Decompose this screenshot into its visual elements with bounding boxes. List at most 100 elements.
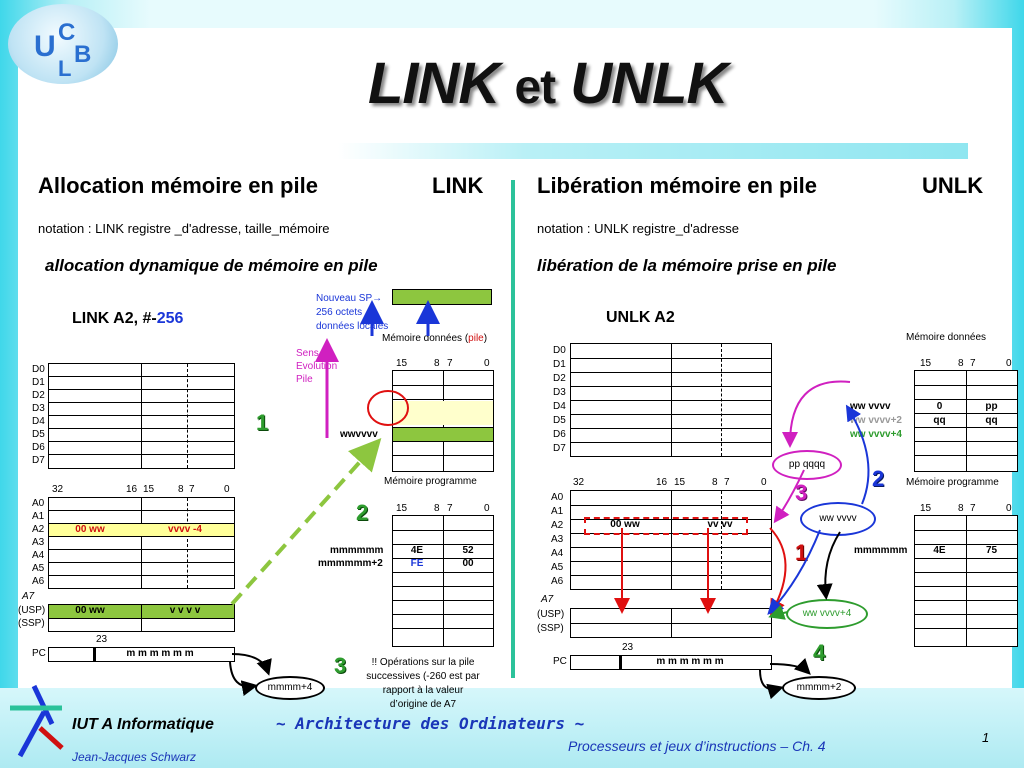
pc-bit: 23	[622, 642, 634, 653]
a-reg-label: A4	[551, 548, 564, 559]
right-data-memory	[914, 370, 1018, 472]
left-note: !! Opérations sur la pile successives (-…	[328, 656, 518, 712]
bit-label: 16	[126, 484, 138, 495]
bit-label: 0	[224, 484, 230, 495]
left-data-memory	[392, 370, 494, 472]
bit-label: 8	[712, 477, 718, 488]
note-line: rapport à la valeur	[382, 685, 464, 696]
memory-low: pp	[985, 401, 998, 412]
unlk-instruction: UNLK A2	[606, 309, 675, 326]
opcode-high: 4E	[933, 545, 946, 556]
d-reg-label: D3	[32, 403, 45, 414]
step-number: 4	[813, 640, 826, 665]
left-pc-bubble: mmmm+4	[255, 676, 325, 700]
step-number: 1	[256, 410, 269, 435]
bit-label: 7	[189, 484, 195, 495]
left-pc-register	[48, 647, 235, 662]
bit-label: 16	[656, 477, 668, 488]
right-subtitle: libération de la mémoire prise en pile	[537, 256, 837, 275]
bit-label: 7	[447, 503, 453, 514]
bit-label: 7	[970, 503, 976, 514]
opcode-high: 4E	[410, 545, 424, 556]
bit-label: 0	[484, 358, 490, 369]
memory-address: ww vvvv+2	[850, 415, 902, 426]
left-a-registers	[48, 497, 235, 589]
bit-label: 0	[761, 477, 767, 488]
step-number: 1	[795, 540, 808, 565]
left-d-registers	[48, 363, 235, 469]
bit-label: 7	[447, 358, 453, 369]
right-pc-bubble: mmmm+2	[782, 676, 856, 700]
opcode-low: 75	[985, 545, 998, 556]
step-number: 3	[795, 480, 808, 505]
svg-text:U: U	[34, 30, 56, 63]
page-number: 1	[982, 730, 990, 745]
left-notation: notation : LINK registre _d'adresse, tai…	[38, 221, 330, 236]
usp-label: (USP)	[537, 609, 565, 620]
bit-label: 8	[434, 358, 440, 369]
d-reg-label: D4	[32, 416, 45, 427]
footer-author: Jean-Jacques Schwarz	[72, 750, 197, 764]
wwvvvv-label: wwvvvv	[340, 429, 378, 440]
bit-label: 15	[674, 477, 686, 488]
offset-low: 00	[462, 558, 474, 569]
bit-label: 0	[1006, 503, 1012, 514]
offset-high: FE	[410, 558, 424, 569]
pc-label: PC	[32, 648, 46, 659]
program-address: mmmmmm+2	[318, 558, 383, 569]
program-memory-label: Mémoire programme	[906, 477, 999, 488]
bit-label: 15	[143, 484, 155, 495]
footer-band	[0, 688, 1024, 768]
program-memory-label: Mémoire programme	[384, 476, 477, 487]
a-reg-label: A3	[32, 537, 45, 548]
bit-label: 15	[920, 503, 932, 514]
memory-address: ww vvvv+4	[850, 429, 902, 440]
ucbl-logo: U C B L	[8, 4, 118, 84]
memory-address: ww vvvv	[850, 401, 891, 412]
d-reg-label: D7	[553, 443, 566, 454]
usp-low: v v v v	[169, 605, 201, 616]
a2-low: vvvv -4	[168, 524, 202, 535]
d-reg-label: D5	[32, 429, 45, 440]
sp-value-bubble: ww vvvv+4	[786, 599, 868, 629]
bit-label: 0	[1006, 358, 1012, 369]
a-reg-label: A6	[32, 576, 45, 587]
d-reg-label: D2	[553, 373, 566, 384]
d-reg-label: D0	[32, 364, 45, 375]
column-divider	[511, 180, 515, 678]
footer-course: ~ Architecture des Ordinateurs ~	[276, 714, 585, 733]
a2-high: 00 ww	[610, 519, 640, 530]
program-address: mmmmmm	[330, 545, 384, 556]
a-reg-label: A5	[32, 563, 45, 574]
note-line: !! Opérations sur la pile	[371, 657, 475, 668]
bit-label: 0	[484, 503, 490, 514]
d-reg-label: D6	[553, 429, 566, 440]
a2-highlight	[584, 517, 748, 535]
d-reg-label: D0	[553, 345, 566, 356]
a-reg-label: A4	[32, 550, 45, 561]
right-pc-register	[570, 655, 772, 670]
bit-label: 8	[178, 484, 184, 495]
left-subtitle: allocation dynamique de mémoire en pile	[45, 256, 378, 275]
right-heading: Libération mémoire en pile	[537, 173, 817, 198]
a-reg-label: A1	[551, 506, 564, 517]
d-reg-label: D4	[553, 401, 566, 412]
step-number: 3	[334, 653, 347, 678]
bit-label: 8	[958, 503, 964, 514]
a-reg-label: A5	[551, 562, 564, 573]
d-reg-label: D3	[553, 387, 566, 398]
pc-bit: 23	[96, 634, 108, 645]
data-memory-label: Mémoire données	[906, 332, 987, 343]
bit-label: 32	[52, 484, 64, 495]
bit-label: 7	[970, 358, 976, 369]
d-reg-label: D2	[32, 390, 45, 401]
usp-high: 00 ww	[75, 605, 105, 616]
footer-chapter: Processeurs et jeux d’instructions – Ch.…	[568, 738, 826, 754]
d-reg-label: D6	[32, 442, 45, 453]
a7-label: A7	[541, 594, 554, 605]
bytes-label: 256 octets	[316, 307, 363, 318]
memory-low: qq	[985, 415, 998, 426]
pc-value: m m m m m m	[126, 648, 194, 659]
step-number: 2	[356, 500, 369, 525]
